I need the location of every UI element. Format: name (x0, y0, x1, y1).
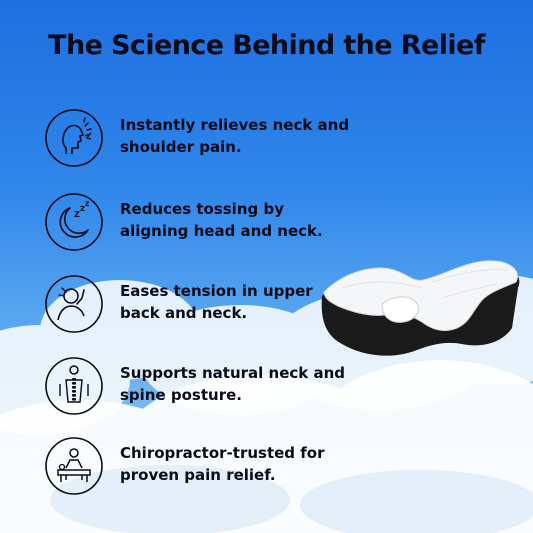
feature-text: Chiropractor-trusted for proven pain rel… (120, 444, 325, 484)
tension-relief-icon (45, 275, 103, 333)
feature-text: Supports natural neck and spine posture. (120, 364, 345, 404)
sleep-moon-icon: Z Z Z (45, 193, 103, 251)
svg-text:Z: Z (74, 210, 80, 219)
feature-text: Eases tension in upper back and neck. (120, 282, 313, 322)
feature-neck-pain: Instantly relieves neck and shoulder pai… (44, 108, 349, 172)
page-title: The Science Behind the Relief (48, 30, 485, 61)
feature-posture: Supports natural neck and spine posture. (44, 356, 345, 420)
feature-sleep: Z Z Z Reduces tossing by aligning head a… (44, 192, 344, 256)
feature-text: Reduces tossing by aligning head and nec… (120, 200, 323, 240)
spine-posture-icon (45, 357, 103, 415)
svg-text:Z: Z (80, 205, 85, 213)
neck-pain-icon (45, 109, 103, 167)
pillow-image (321, 260, 520, 356)
chiropractor-icon (45, 437, 103, 495)
feature-chiropractor: Chiropractor-trusted for proven pain rel… (44, 436, 344, 500)
svg-text:Z: Z (85, 201, 90, 208)
feature-text: Instantly relieves neck and shoulder pai… (120, 116, 350, 156)
feature-tension: Eases tension in upper back and neck. (44, 274, 344, 338)
